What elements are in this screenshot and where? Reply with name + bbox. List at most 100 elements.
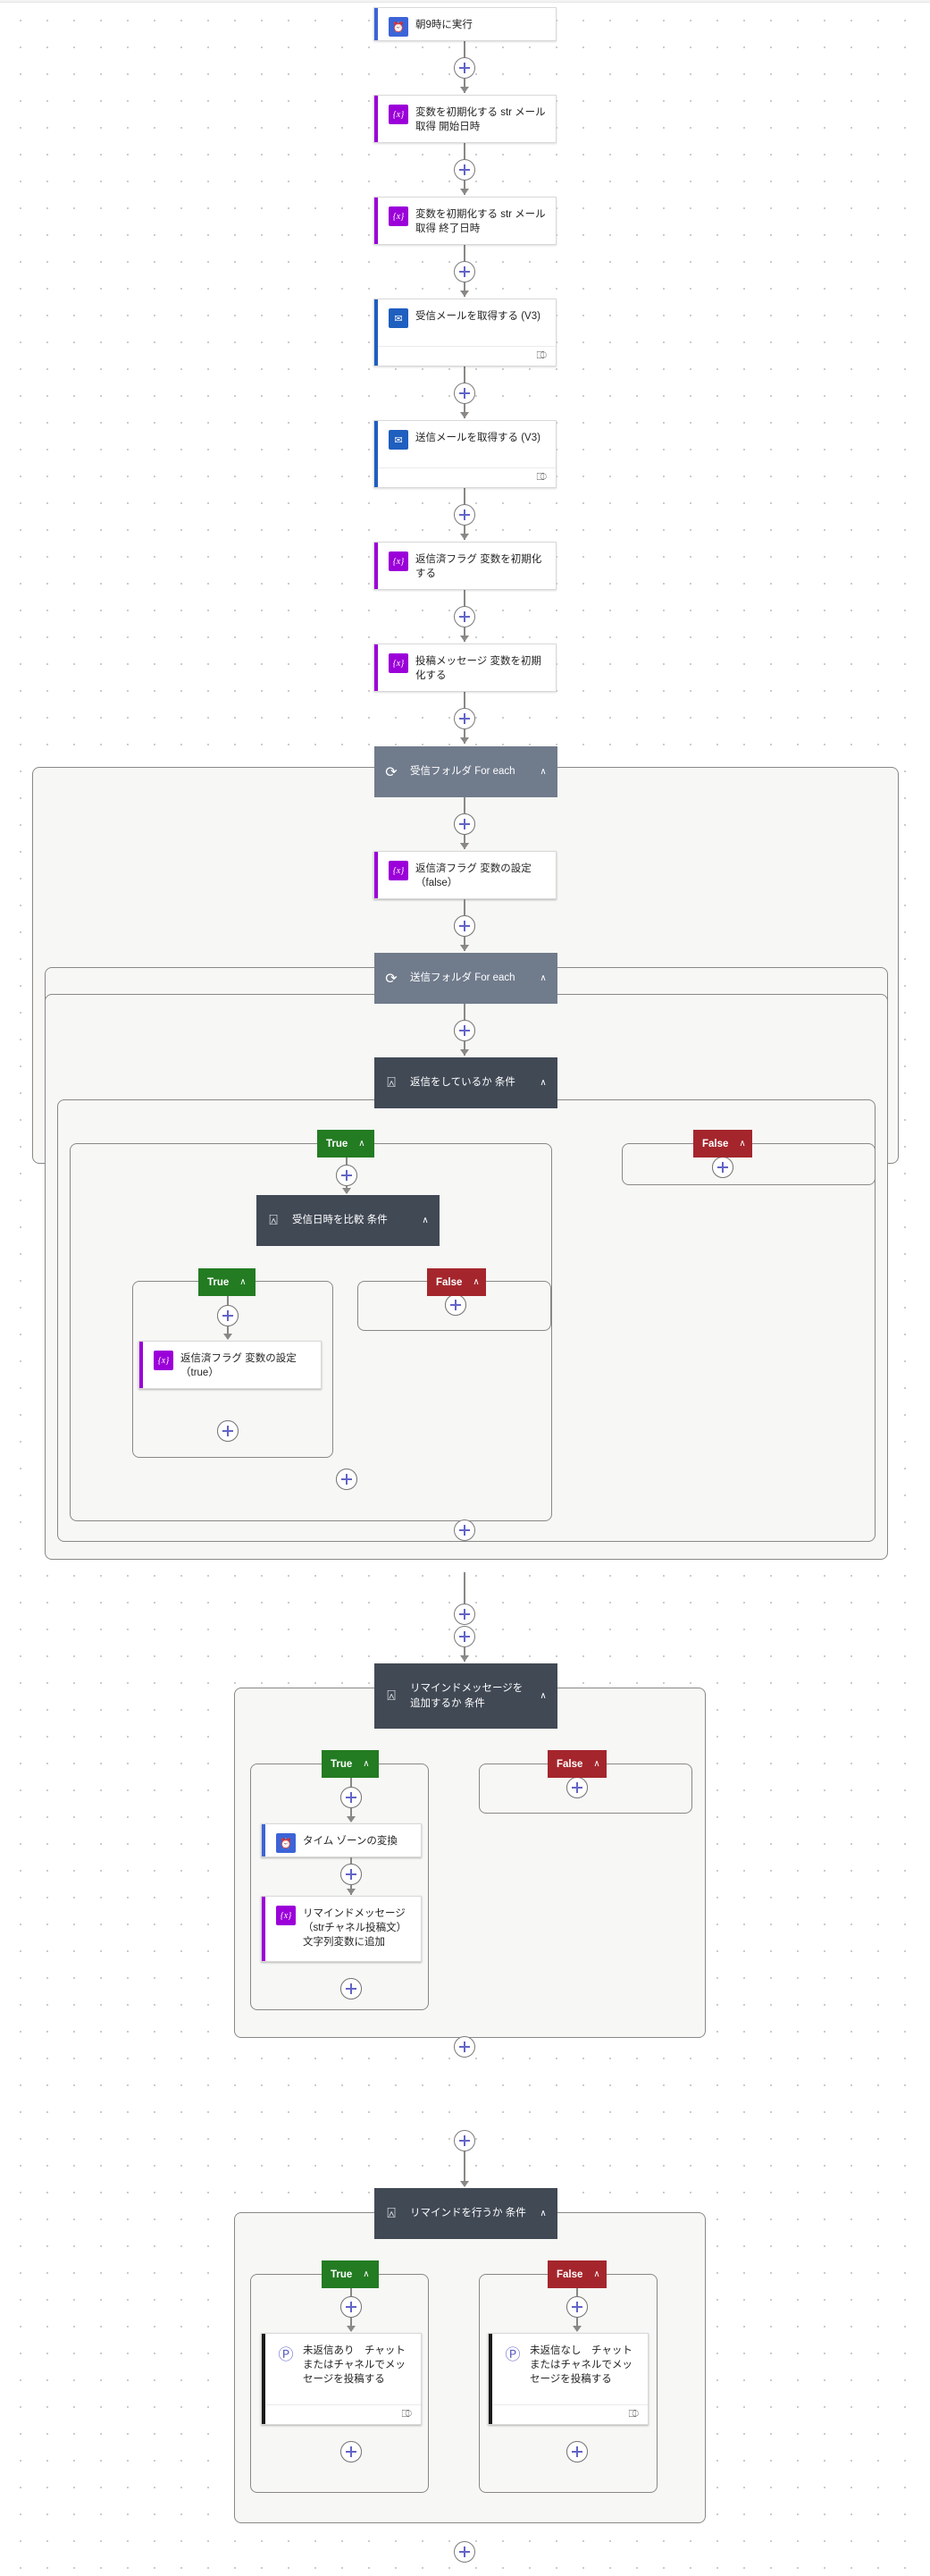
control-cond-has-reply-front[interactable]: ⍓ 返信をしているか 条件 ∧ xyxy=(374,1057,557,1108)
card-footer: ⎄ xyxy=(262,2404,421,2424)
control-foreach-sent-front[interactable]: ⟳ 送信フォルダ For each ∧ xyxy=(374,953,557,1004)
branch-label-text: True xyxy=(331,1758,353,1770)
teams-icon: Ⓟ xyxy=(503,2343,523,2363)
branch-label-false-front[interactable]: False ∧ xyxy=(548,1750,607,1778)
control-cond-add-remind-front[interactable]: ⍓ リマインドメッセージを追加するか 条件 ∧ xyxy=(374,1663,557,1729)
card-trigger-schedule[interactable]: ⏰ 朝9時に実行 xyxy=(373,7,557,41)
chevron-up-icon[interactable]: ∧ xyxy=(540,1078,547,1088)
card-init-end-datetime[interactable]: {x} 変数を初期化する str メール取得 終了日時 xyxy=(373,197,557,245)
link-icon[interactable]: ⎄ xyxy=(536,350,547,361)
add-step-button[interactable] xyxy=(454,57,475,79)
branch-label-true-hr[interactable]: True ∧ xyxy=(317,1130,374,1158)
chevron-up-icon[interactable]: ∧ xyxy=(540,973,547,983)
branch-label-false-front2[interactable]: False ∧ xyxy=(548,2260,607,2288)
card-set-replied-false-front[interactable]: {x} 返信済フラグ 変数の設定（false） xyxy=(373,851,557,899)
add-step-button[interactable] xyxy=(566,1777,588,1798)
add-step-button[interactable] xyxy=(712,1157,733,1178)
card-title: 変数を初期化する str メール取得 終了日時 xyxy=(415,209,546,234)
chevron-up-icon[interactable]: ∧ xyxy=(540,2209,547,2218)
card-footer: ⎄ xyxy=(489,2404,648,2424)
add-step-button[interactable] xyxy=(454,606,475,627)
add-step-button[interactable] xyxy=(454,813,475,835)
control-foreach-inbox-front[interactable]: ⟳ 受信フォルダ For each ∧ xyxy=(374,746,557,797)
card-convert-timezone-front[interactable]: ⏰ タイム ゾーンの変換 xyxy=(261,1823,422,1857)
add-step-button[interactable] xyxy=(454,915,475,937)
branch-label-false-cr[interactable]: False ∧ xyxy=(427,1268,486,1296)
variable-icon: {x} xyxy=(389,206,408,226)
add-step-button[interactable] xyxy=(454,1520,475,1541)
foreach-icon: ⟳ xyxy=(385,764,398,780)
card-get-sent-emails[interactable]: ✉ 送信メールを取得する (V3) ⎄ xyxy=(373,420,557,488)
condition-icon: ⍓ xyxy=(387,1074,396,1090)
add-step-button[interactable] xyxy=(454,2541,475,2563)
add-step-button[interactable] xyxy=(445,1294,466,1316)
link-icon[interactable]: ⎄ xyxy=(628,2409,639,2420)
arrow xyxy=(573,2326,582,2332)
add-step-button[interactable] xyxy=(454,383,475,404)
add-step-button[interactable] xyxy=(454,1020,475,1041)
card-set-replied-true-front[interactable]: {x} 返信済フラグ 変数の設定（true） xyxy=(138,1341,322,1389)
control-cond-compare-received-front[interactable]: ⍓ 受信日時を比較 条件 ∧ xyxy=(256,1195,440,1246)
card-accent xyxy=(374,644,378,691)
link-icon[interactable]: ⎄ xyxy=(401,2409,412,2420)
card-init-start-datetime[interactable]: {x} 変数を初期化する str メール取得 開始日時 xyxy=(373,95,557,143)
add-step-button[interactable] xyxy=(217,1420,239,1442)
card-post-teams-all-replied-front[interactable]: Ⓟ 未返信なし チャットまたはチャネルでメッセージを投稿する ⎄ xyxy=(488,2333,649,2425)
add-step-button[interactable] xyxy=(454,2036,475,2058)
card-append-remind-message-front[interactable]: {x} リマインドメッセージ（strチャネル投稿文）文字列変数に追加 xyxy=(261,1896,422,1962)
add-step-button[interactable] xyxy=(454,504,475,526)
variable-icon: {x} xyxy=(389,653,408,673)
chevron-up-icon[interactable]: ∧ xyxy=(593,2269,600,2279)
chevron-up-icon[interactable]: ∧ xyxy=(540,1691,547,1701)
branch-label-true-front2[interactable]: True ∧ xyxy=(322,2260,379,2288)
add-step-button[interactable] xyxy=(340,1978,362,1999)
add-step-button[interactable] xyxy=(340,1787,362,1808)
add-step-button[interactable] xyxy=(340,1864,362,1885)
add-step-button[interactable] xyxy=(454,1604,475,1625)
branch-label-true-front[interactable]: True ∧ xyxy=(322,1750,379,1778)
chevron-up-icon[interactable]: ∧ xyxy=(363,2269,370,2279)
card-accent xyxy=(374,198,378,244)
link-icon[interactable]: ⎄ xyxy=(536,472,547,483)
add-step-button[interactable] xyxy=(454,1626,475,1647)
control-title: 受信日時を比較 条件 xyxy=(292,1215,388,1225)
branch-label-text: True xyxy=(326,1138,348,1149)
chevron-up-icon[interactable]: ∧ xyxy=(473,1277,480,1287)
add-step-button[interactable] xyxy=(454,261,475,282)
add-step-button[interactable] xyxy=(566,2296,588,2318)
add-step-button[interactable] xyxy=(336,1469,357,1490)
arrow xyxy=(460,2181,469,2187)
arrow xyxy=(342,1188,351,1194)
branch-label-text: False xyxy=(436,1276,463,1288)
chevron-up-icon[interactable]: ∧ xyxy=(540,767,547,777)
add-step-button[interactable] xyxy=(454,708,475,729)
chevron-up-icon[interactable]: ∧ xyxy=(358,1139,365,1149)
branch-label-true-cr[interactable]: True ∧ xyxy=(198,1268,256,1296)
card-post-teams-unreplied-front[interactable]: Ⓟ 未返信あり チャットまたはチャネルでメッセージを投稿する ⎄ xyxy=(261,2333,422,2425)
chevron-up-icon[interactable]: ∧ xyxy=(739,1139,746,1149)
add-step-button[interactable] xyxy=(217,1305,239,1326)
add-step-button[interactable] xyxy=(336,1165,357,1186)
arrow xyxy=(347,2326,356,2332)
branch-label-false-hr[interactable]: False ∧ xyxy=(693,1130,752,1158)
arrow xyxy=(460,1049,469,1056)
control-cond-do-remind-front[interactable]: ⍓ リマインドを行うか 条件 ∧ xyxy=(374,2188,557,2239)
chevron-up-icon[interactable]: ∧ xyxy=(363,1759,370,1769)
add-step-button[interactable] xyxy=(454,2130,475,2151)
branch-label-text: True xyxy=(207,1276,230,1288)
card-init-post-message[interactable]: {x} 投稿メッセージ 変数を初期化する xyxy=(373,644,557,692)
card-accent xyxy=(489,2334,492,2424)
card-init-replied-flag[interactable]: {x} 返信済フラグ 変数を初期化する xyxy=(373,542,557,590)
card-footer: ⎄ xyxy=(374,467,556,487)
add-step-button[interactable] xyxy=(566,2441,588,2462)
add-step-button[interactable] xyxy=(340,2441,362,2462)
branch-label-text: False xyxy=(702,1138,729,1149)
chevron-up-icon[interactable]: ∧ xyxy=(422,1216,429,1225)
arrow xyxy=(460,737,469,744)
chevron-up-icon[interactable]: ∧ xyxy=(239,1277,247,1287)
card-accent xyxy=(374,299,378,366)
card-get-received-emails[interactable]: ✉ 受信メールを取得する (V3) ⎄ xyxy=(373,299,557,366)
add-step-button[interactable] xyxy=(454,159,475,181)
chevron-up-icon[interactable]: ∧ xyxy=(593,1759,600,1769)
add-step-button[interactable] xyxy=(340,2296,362,2318)
